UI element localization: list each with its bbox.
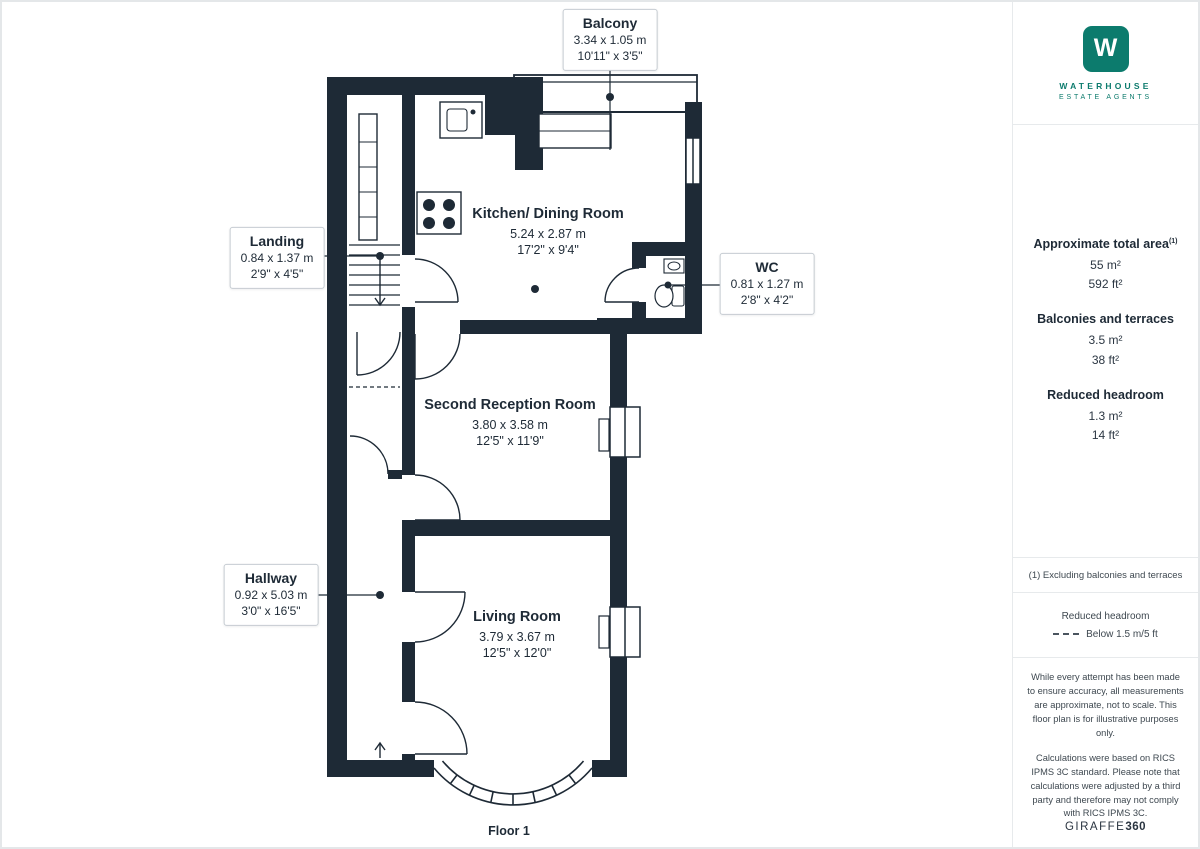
fixtures [416,101,685,308]
stat-reduced-headroom-m2: 1.3 m² [1088,408,1123,423]
stat-reduced-headroom-ft2: 14 ft² [1091,427,1120,442]
legend-line-label: Below 1.5 m/5 ft [1086,628,1158,640]
walls [327,77,702,777]
stat-balconies-label: Balconies and terraces [1037,312,1174,327]
giraffe360-watermark: GIRAFFE360 [1013,821,1198,833]
living-room-label: Living Room 3.79 x 3.67 m 12'5" x 12'0" [473,609,561,662]
hallway-label-box: Hallway 0.92 x 5.03 m 3'0" x 16'5" [223,563,319,627]
reception-metric: 3.80 x 3.58 m [472,417,548,432]
bay-window [433,760,593,806]
agency-name: WATERHOUSE [1059,80,1152,91]
balcony-name: Balcony [582,14,638,31]
agency-logo-icon: W [1082,25,1129,72]
floor-label: Floor 1 [488,824,530,838]
reception-name: Second Reception Room [424,396,596,413]
hallway-imperial: 3'0" x 16'5" [241,603,301,618]
stat-reduced-headroom-label: Reduced headroom [1047,387,1164,402]
disclaimer-rics: Calculations were based on RICS IPMS 3C … [1030,752,1181,819]
kitchen-imperial: 17'2" x 9'4" [517,243,579,257]
dashed-line-sample [1053,633,1080,635]
stat-total-area-footnote-ref: (1) [1168,237,1178,245]
watermark-360: 360 [1125,821,1147,833]
stat-total-area-m2: 55 m² [1090,257,1121,272]
living-name: Living Room [473,608,561,625]
landing-metric: 0.84 x 1.37 m [240,250,314,265]
stat-total-area-label: Approximate total area [1033,236,1169,251]
hallway-name: Hallway [244,569,298,586]
stat-balconies: Balconies and terraces 3.5 m² 38 ft² [1037,312,1174,369]
landing-imperial: 2'9" x 4'5" [250,266,304,281]
reduced-headroom-legend: Reduced headroom Below 1.5 m/5 ft [1013,593,1198,658]
stairs [349,113,400,307]
wc-metric: 0.81 x 1.27 m [730,276,804,291]
living-imperial: 12'5" x 12'0" [482,646,552,660]
stat-balconies-m2: 3.5 m² [1088,333,1123,348]
wc-imperial: 2'8" x 4'2" [740,292,794,307]
balcony-label-box: Balcony 3.34 x 1.05 m 10'11" x 3'5" [562,8,658,72]
hallway-metric: 0.92 x 5.03 m [234,587,308,602]
reception-imperial: 12'5" x 11'9" [476,434,544,448]
legend-title: Reduced headroom [1061,610,1150,622]
floorplan-drawing [315,42,724,806]
area-footnote: (1) Excluding balconies and terraces [1013,558,1198,593]
area-stats-section: Approximate total area(1) 55 m² 592 ft² … [1013,125,1198,558]
windows [598,137,701,658]
watermark-giraffe: GIRAFFE [1064,821,1126,833]
landing-name: Landing [249,232,305,249]
landing-label-box: Landing 0.84 x 1.37 m 2'9" x 4'5" [229,226,325,290]
stat-balconies-ft2: 38 ft² [1091,352,1120,367]
sidebar: W WATERHOUSE ESTATE AGENTS Approximate t… [1012,2,1198,847]
kitchen-room-label: Kitchen/ Dining Room 5.24 x 2.87 m 17'2"… [472,206,623,259]
balcony-metric: 3.34 x 1.05 m [573,32,647,47]
living-metric: 3.79 x 3.67 m [479,629,555,644]
wc-label-box: WC 0.81 x 1.27 m 2'8" x 4'2" [719,252,815,316]
stat-reduced-headroom: Reduced headroom 1.3 m² 14 ft² [1047,388,1164,445]
camera-dots [376,93,672,599]
kitchen-name: Kitchen/ Dining Room [472,205,624,222]
disclaimer-accuracy: While every attempt has been made to ens… [1027,672,1184,738]
agency-tagline: ESTATE AGENTS [1059,93,1152,101]
wc-name: WC [755,258,779,275]
stat-total-area: Approximate total area(1) 55 m² 592 ft² [1033,237,1177,294]
doors [349,258,640,755]
disclaimer-section: While every attempt has been made to ens… [1013,658,1198,847]
kitchen-metric: 5.24 x 2.87 m [510,226,586,241]
agency-logo-section: W WATERHOUSE ESTATE AGENTS [1013,2,1198,125]
balcony-imperial: 10'11" x 3'5" [577,48,643,63]
entry-arrow [374,741,386,758]
stat-total-area-ft2: 592 ft² [1088,277,1123,292]
reception-room-label: Second Reception Room 3.80 x 3.58 m 12'5… [424,397,596,450]
